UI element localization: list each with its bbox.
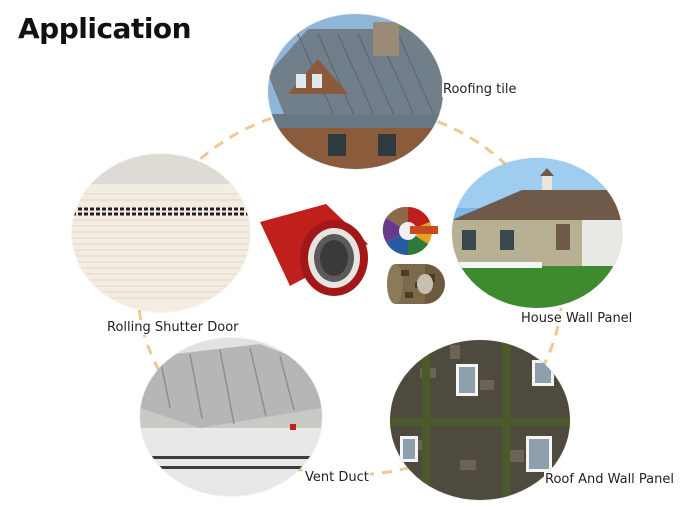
red-steel-coil-icon (260, 204, 368, 296)
caption-rolling-shutter-door: Rolling Shutter Door (106, 320, 240, 335)
caption-vent-duct: Vent Duct (304, 470, 370, 485)
color-wheel-icon (382, 206, 438, 256)
page-title: Application (18, 12, 192, 45)
shutter-door-photo (72, 154, 250, 312)
house-photo (452, 158, 622, 308)
caption-house-wall-panel: House Wall Panel (520, 311, 634, 326)
vent-duct-photo (140, 338, 322, 496)
container-building-photo (390, 340, 570, 500)
caption-roof-and-wall-panel: Roof And Wall Panel (544, 472, 675, 487)
caption-roofing-tile: Roofing tile (442, 82, 518, 97)
camo-coil-icon (387, 264, 445, 304)
roof-photo (268, 14, 443, 169)
